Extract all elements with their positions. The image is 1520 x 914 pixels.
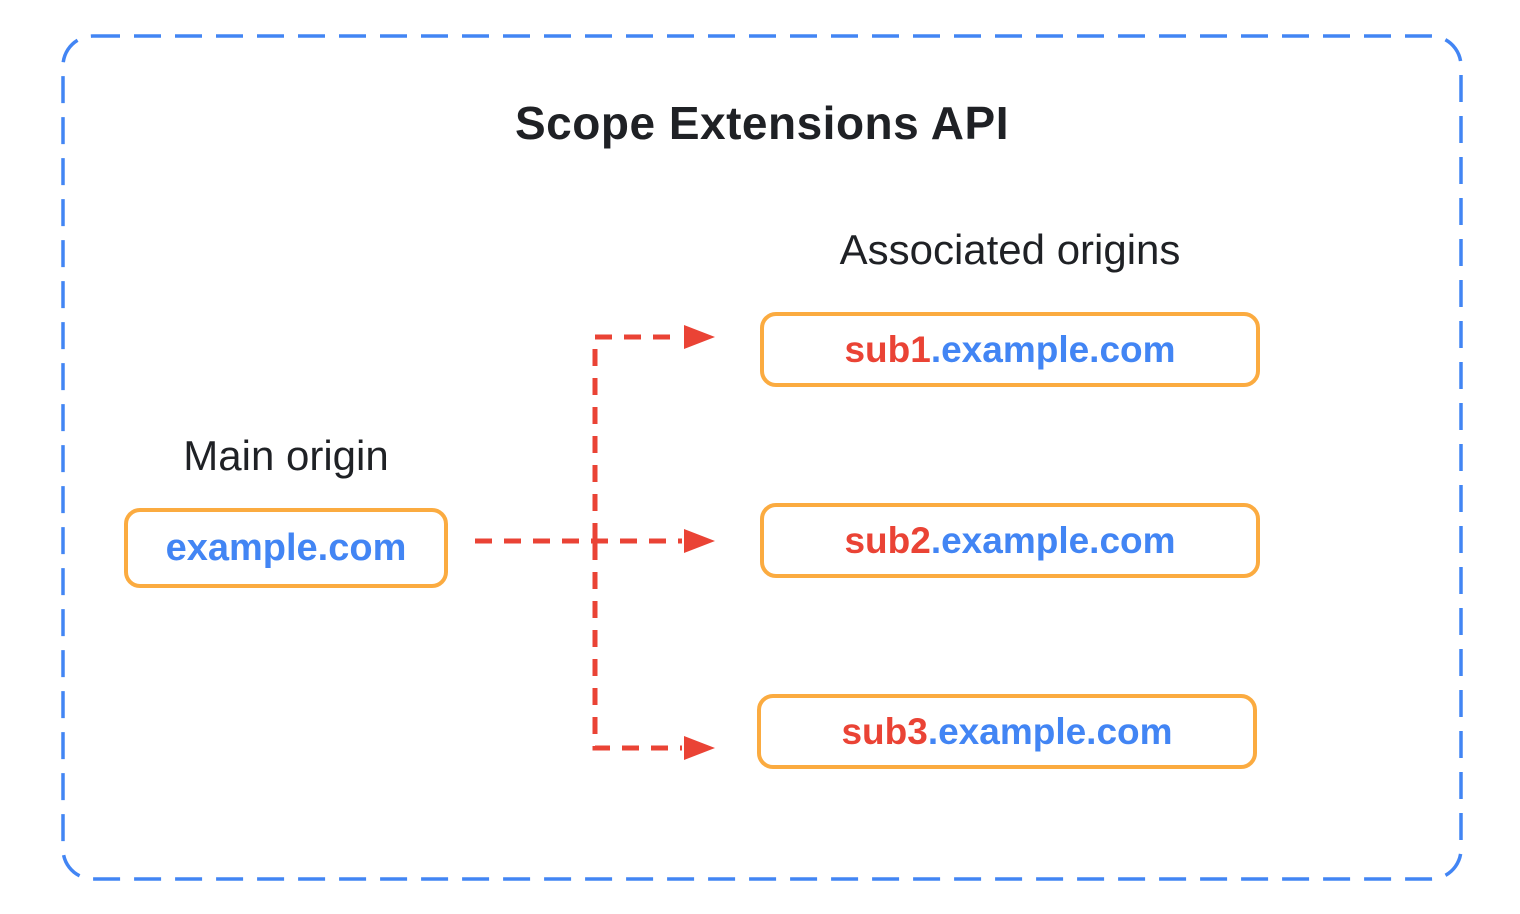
outer-dashed-border (61, 34, 1463, 881)
sub3-prefix: sub3 (841, 710, 928, 752)
associated-origin-box-sub3: sub3.example.com (757, 694, 1257, 769)
main-origin-domain: example.com (165, 526, 407, 569)
associated-origins-label: Associated origins (839, 226, 1181, 273)
sub2-prefix: sub2 (844, 519, 931, 561)
connector-trunk-to-sub1 (592, 334, 682, 540)
connector-trunk-to-sub3 (592, 543, 682, 751)
associated-origin-box-sub2: sub2.example.com (760, 503, 1260, 578)
sub3-suffix: .example.com (927, 710, 1173, 752)
arrowhead-sub3-icon (684, 736, 715, 760)
sub1-prefix: sub1 (844, 328, 931, 370)
main-origin-label: Main origin (183, 432, 389, 479)
sub1-suffix: .example.com (930, 328, 1176, 370)
sub2-suffix: .example.com (930, 519, 1176, 561)
arrowhead-sub1-icon (684, 325, 715, 349)
arrowhead-sub2-icon (684, 529, 715, 553)
associated-origin-box-sub1: sub1.example.com (760, 312, 1260, 387)
main-origin-box: example.com (124, 508, 448, 588)
diagram-title: Scope Extensions API (515, 97, 1009, 149)
